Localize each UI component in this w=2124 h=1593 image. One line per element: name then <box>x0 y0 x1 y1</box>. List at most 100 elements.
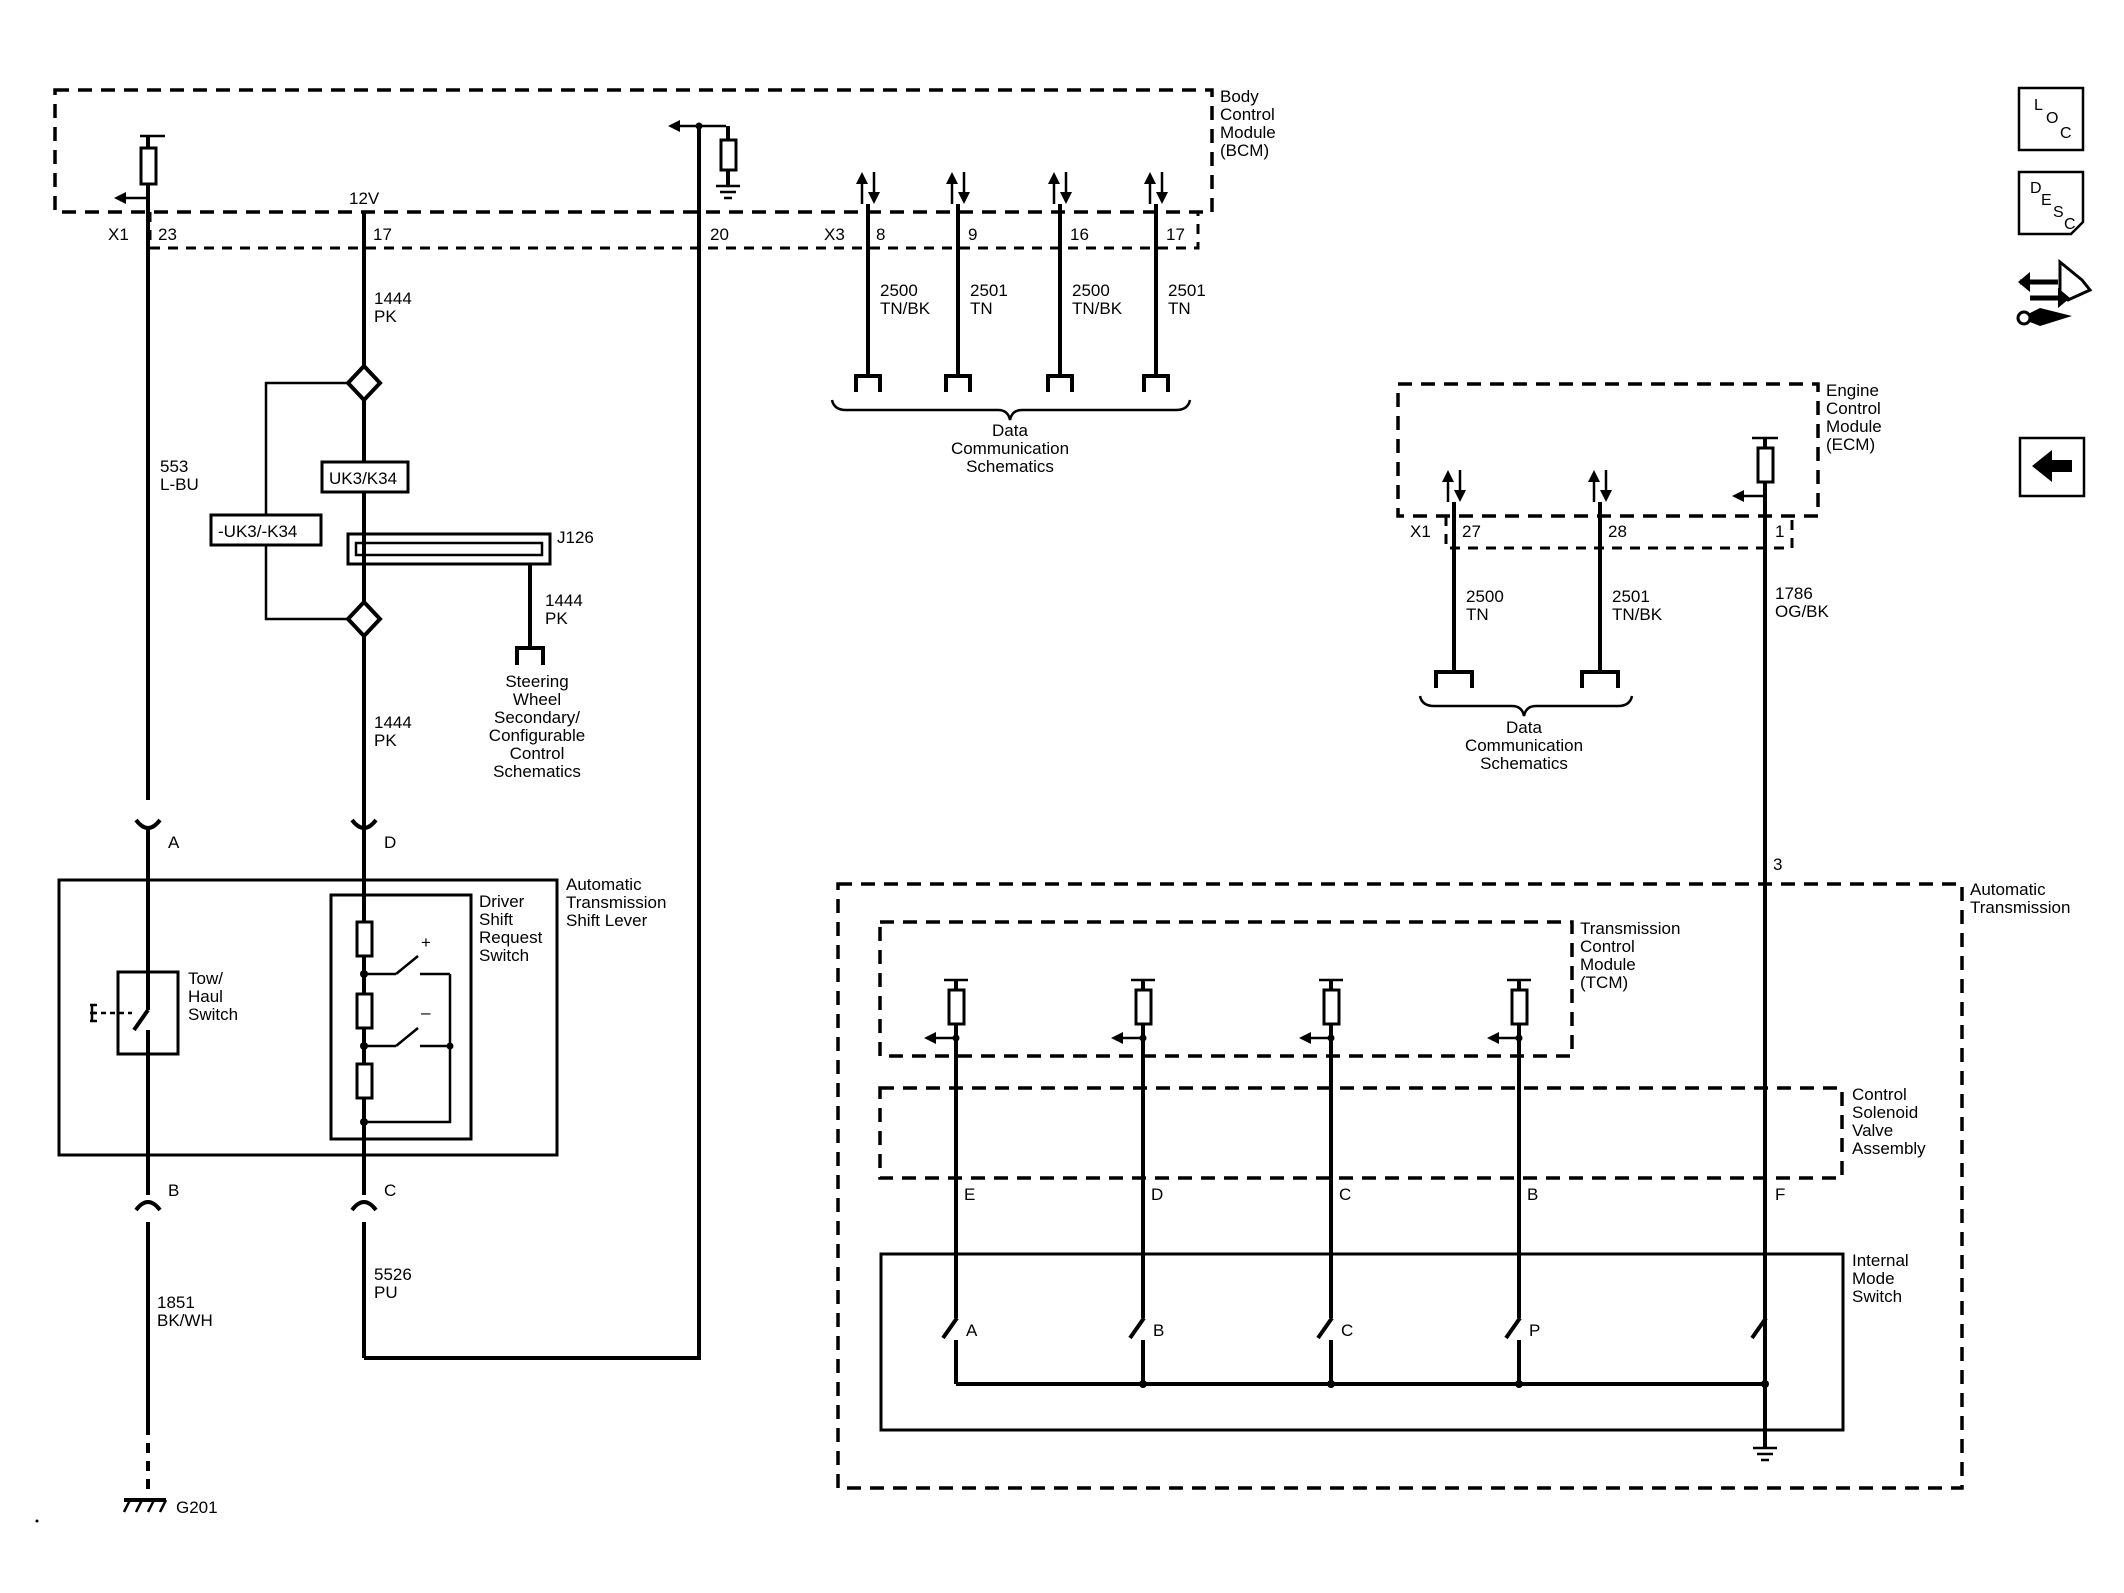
loc-letter-a: L <box>2034 97 2043 114</box>
ground-label: G201 <box>176 1498 218 1517</box>
bcm-label-4: (BCM) <box>1220 141 1269 160</box>
loc-button[interactable]: L O C <box>2017 86 2085 152</box>
bcm-data-3-up-arrow-icon <box>1144 172 1156 184</box>
desc-icon: D E S C <box>2030 180 2076 233</box>
wire-553-color: L-BU <box>160 475 199 494</box>
tow-haul-label-2: Haul <box>188 987 223 1006</box>
ecm-data-1-up-arrow-icon <box>1588 470 1600 482</box>
ecm-data-0-up-arrow-icon <box>1442 470 1454 482</box>
lever-pin-d: D <box>384 833 396 852</box>
steering-ref-line-5: Schematics <box>493 762 581 781</box>
loc-letter-c: C <box>2060 125 2072 142</box>
bcm-data-ref-2: Communication <box>951 439 1069 458</box>
shift-lever-module: Automatic Transmission Shift Lever Tow/ … <box>57 875 666 1157</box>
bcm-x3-pin-8: 8 <box>876 225 885 244</box>
tcm-resistor-0 <box>947 988 966 1026</box>
wire-1786-color: OG/BK <box>1775 602 1830 621</box>
tcm-resistor-3 <box>1510 988 1529 1026</box>
ecm-data-terminal-0 <box>1434 670 1474 688</box>
driver-shift-label-4: Switch <box>479 946 529 965</box>
tcm-arrow-icon-2 <box>1299 1032 1311 1044</box>
option-pos-box: UK3/K34 <box>320 460 410 494</box>
bcm-data-wire-num-2: 2500 <box>1072 281 1110 300</box>
chassis-ground-icon <box>1753 1440 1777 1462</box>
bcm-data-reference: Data Communication Schematics <box>830 399 1192 476</box>
bcm-x1-label: X1 <box>108 225 129 244</box>
tcm-arrow-icon-1 <box>1111 1032 1123 1044</box>
desc-letter-a: D <box>2030 180 2042 197</box>
lever-pin-b: B <box>168 1181 179 1200</box>
tcm-resistor-2 <box>1322 988 1341 1026</box>
tcm-arrow-icon-3 <box>1487 1032 1499 1044</box>
mode-switch-blade-0 <box>941 1316 959 1340</box>
ecm-data-wire-color-1: TN/BK <box>1612 605 1663 624</box>
bcm-data-terminal-0 <box>854 374 882 392</box>
ecm-module: Engine Control Module (ECM) X1 27 28 1 <box>1396 381 1882 550</box>
option-neg-label: -UK3/-K34 <box>218 522 297 541</box>
desc-letter-d: C <box>2064 216 2076 233</box>
bcm-data-ref-1: Data <box>992 421 1028 440</box>
ecm-label-1: Engine <box>1826 381 1879 400</box>
voltage-label: 12V <box>349 189 380 208</box>
steering-ref-line-2: Secondary/ <box>494 708 580 727</box>
mode-contact-3: P <box>1529 1321 1540 1340</box>
steering-reference: SteeringWheelSecondary/ConfigurableContr… <box>489 672 585 781</box>
bcm-data-ref-3: Schematics <box>966 457 1054 476</box>
bcm-data-wire-color-3: TN <box>1168 299 1191 318</box>
bcm-module: Body Control Module (BCM) X1 23 17 20 12… <box>53 87 1276 250</box>
solenoid-label-2: Solenoid <box>1852 1103 1918 1122</box>
bcm-x3-pin-9: 9 <box>968 225 977 244</box>
wire-1444b-num: 1444 <box>545 591 583 610</box>
loc-letter-b: O <box>2046 110 2058 127</box>
mode-switch-blade-2 <box>1316 1316 1334 1340</box>
wire-1444b-color: PK <box>545 609 568 628</box>
trans-pin-label-2: C <box>1339 1185 1351 1204</box>
steering-ref-line-0: Steering <box>505 672 568 691</box>
bcm-data-arrows <box>856 172 1168 204</box>
bcm-pin-23: 23 <box>158 225 177 244</box>
connector-wrench-button[interactable] <box>2016 258 2093 326</box>
tcm-label-1: Transmission <box>1580 919 1680 938</box>
bcm-label-2: Control <box>1220 105 1275 124</box>
steering-ref-line-3: Configurable <box>489 726 585 745</box>
connector-b-bottom <box>134 1200 162 1212</box>
wire-5526-num: 5526 <box>374 1265 412 1284</box>
wire-1444c-num: 1444 <box>374 713 412 732</box>
tcm-label-2: Control <box>1580 937 1635 956</box>
bcm-data-3-down-arrow-icon <box>1156 192 1168 204</box>
mode-switch-blade-1 <box>1128 1316 1146 1340</box>
ecm-data-0-down-arrow-icon <box>1454 490 1466 502</box>
bcm-data-wire-num-0: 2500 <box>880 281 918 300</box>
bcm-data-0-up-arrow-icon <box>856 172 868 184</box>
trans-pin-label-1: D <box>1151 1185 1163 1204</box>
desc-letter-c: S <box>2053 204 2064 221</box>
tcm-label-4: (TCM) <box>1580 973 1628 992</box>
bcm-data-1-up-arrow-icon <box>946 172 958 184</box>
minus-sign: – <box>421 1003 431 1022</box>
driver-shift-label-2: Shift <box>479 910 513 929</box>
solenoid-label-1: Control <box>1852 1085 1907 1104</box>
auto-trans-label-2: Transmission <box>1970 898 2070 917</box>
desc-button[interactable]: D E S C <box>2017 170 2085 236</box>
back-button[interactable] <box>2018 436 2086 498</box>
option-pos-label: UK3/K34 <box>329 469 397 488</box>
auto-trans-label-1: Automatic <box>1970 880 2046 899</box>
wire-1444a-color: PK <box>374 307 397 326</box>
trans-pin-3: 3 <box>1773 855 1782 874</box>
tcm-junction-2 <box>1327 1034 1335 1042</box>
wire-553-num: 553 <box>160 457 188 476</box>
steering-ref-line-1: Wheel <box>513 690 561 709</box>
tcm-resistor-1 <box>1134 988 1153 1026</box>
tcm-label-3: Module <box>1580 955 1636 974</box>
bcm-data-terminal-3 <box>1142 374 1170 392</box>
bcm-data-2-up-arrow-icon <box>1048 172 1060 184</box>
driver-shift-label-3: Request <box>479 928 543 947</box>
bcm-data-terminal-2 <box>1046 374 1074 392</box>
bcm-pullup-resistor <box>114 134 165 204</box>
ecm-pullup-resistor <box>1732 436 1778 502</box>
bcm-label-1: Body <box>1220 87 1259 106</box>
bcm-pin-20: 20 <box>710 225 729 244</box>
